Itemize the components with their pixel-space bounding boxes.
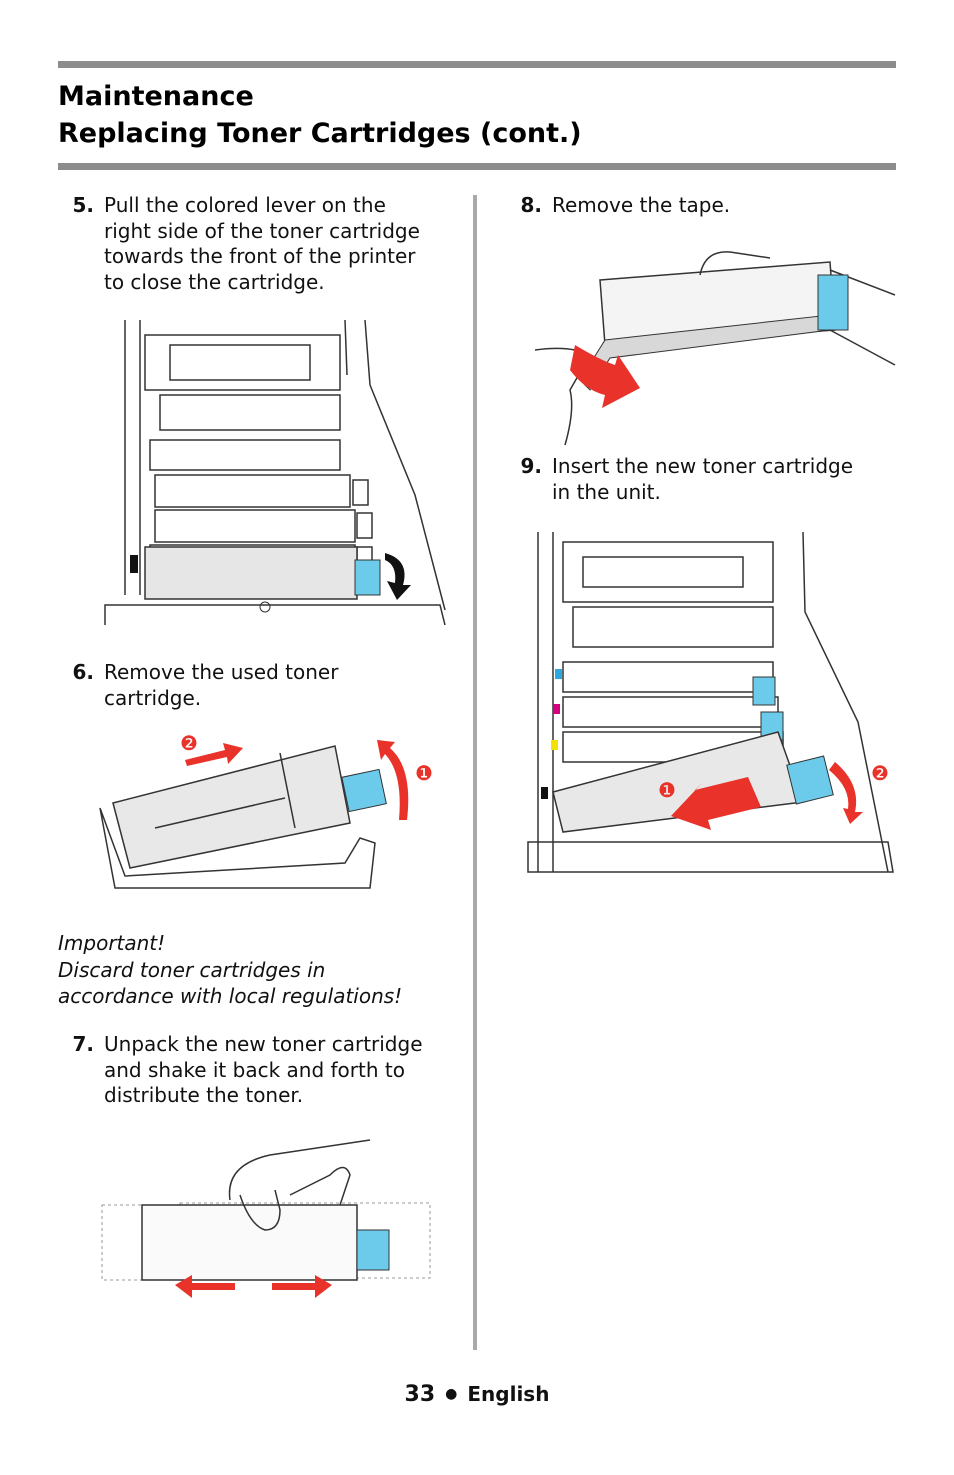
arrow-down-curve-icon [829,762,863,824]
cartridge-lever [341,768,387,813]
figure-close-cartridge-lever [104,319,446,625]
step-number: 7. [72,1032,94,1056]
callout-two: ❷ [871,761,889,785]
down-arrow-icon [385,553,411,600]
title-subsection: Replacing Toner Cartridges (cont.) [58,118,582,149]
figure-remove-tape [534,251,896,446]
bullet-separator: ● [445,1386,458,1402]
important-note: Important! Discard toner cartridges in a… [58,930,458,1010]
title-section: Maintenance [58,81,254,112]
insert-arrow-icon [671,777,761,830]
step-text: Pull the colored lever on the right side… [104,193,420,295]
note-line: accordance with local regulations! [58,984,403,1008]
step-line: distribute the toner. [104,1083,304,1107]
column-divider [473,195,477,1350]
step-line: cartridge. [104,685,202,710]
step-line: Insert the new toner cartridge [552,454,854,478]
callout-one: ❶ [658,778,676,802]
pull-arrow-icon [570,345,640,408]
callout-two: ❷ [180,731,198,755]
page-number: 33 [404,1382,436,1407]
step-line: right side of the toner cartridge [104,218,420,243]
page-footer: 33 ● English [0,1382,954,1407]
step-line: Remove the used toner [104,660,339,684]
step-line: Remove the tape. [552,193,731,217]
old-cartridge [144,546,358,600]
step-line: to close the cartridge. [104,269,325,294]
step-number: 9. [520,454,542,478]
arrow-left-icon [175,1275,235,1298]
step-number: 5. [72,193,94,217]
arrow-right-icon [272,1275,332,1298]
figure-remove-used-cartridge: ❷ ❶ [99,731,433,889]
header-top-rule [58,61,896,68]
blue-lever [354,559,381,596]
step-line: in the unit. [552,479,661,504]
step-number: 8. [520,193,542,217]
note-line: Discard toner cartridges in [58,957,326,982]
header-bottom-rule [58,163,896,170]
step-line: Unpack the new toner cartridge [104,1032,423,1056]
cartridge-lever [356,1229,390,1271]
step-line: Pull the colored lever on the [104,193,386,217]
step-text: Insert the new toner cartridge in the un… [552,454,853,505]
figure-shake-cartridge [101,1139,431,1298]
step-text: Remove the used toner cartridge. [104,660,338,711]
step-text: Remove the tape. [552,193,730,219]
step-line: towards the front of the printer [104,244,416,268]
arrow-up-curve-icon [377,740,409,820]
callout-one: ❶ [415,761,433,785]
step-number: 6. [72,660,94,684]
step-line: and shake it back and forth to [104,1057,405,1082]
cartridge-lever [786,755,834,805]
footer-language: English [467,1382,550,1406]
arrow-right-icon [185,743,243,766]
cartridge-lever [817,274,849,331]
note-heading: Important! [58,931,166,955]
step-text: Unpack the new toner cartridge and shake… [104,1032,423,1109]
figure-insert-new-cartridge: ❶ ❷ [527,532,894,873]
page-title: Maintenance Replacing Toner Cartridges (… [58,78,582,152]
